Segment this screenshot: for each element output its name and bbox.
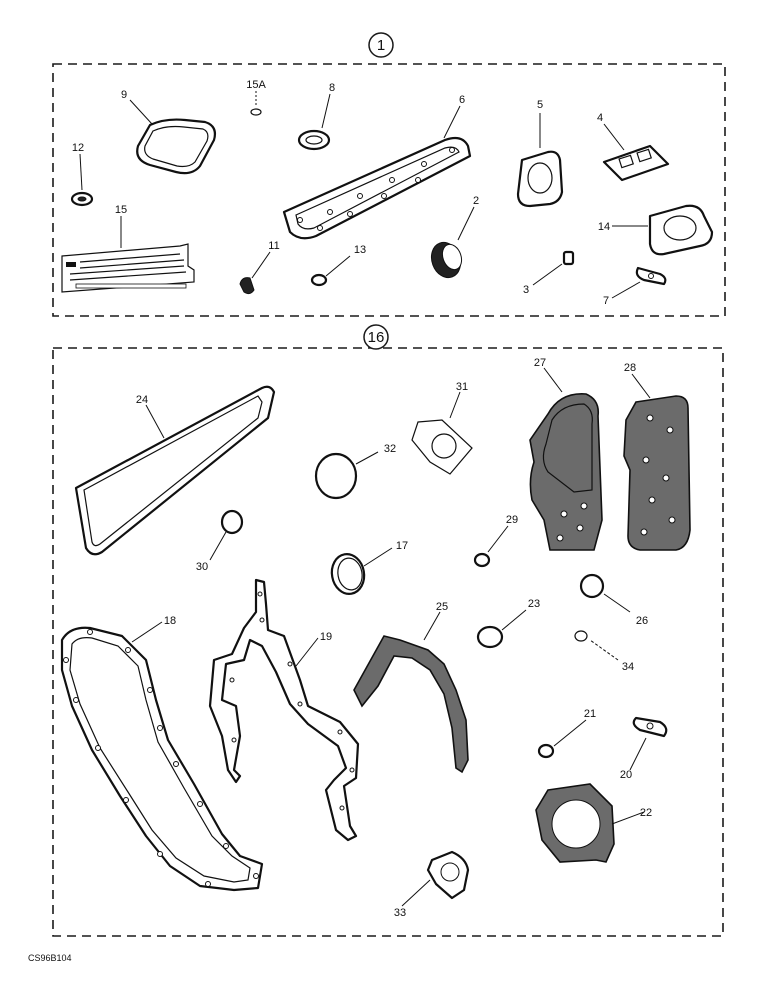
part-14-exhaust-gasket: 14	[598, 204, 714, 256]
callout-23: 23	[528, 598, 540, 610]
kit-1-number-circle	[368, 32, 394, 58]
callout-31: 31	[456, 381, 468, 393]
part-3-grommet: 3	[523, 250, 575, 296]
kit-16-number-circle	[363, 324, 389, 350]
part-4-double-port-gasket: 4	[597, 112, 670, 182]
part-27-water-pump-gasket: 27	[529, 357, 603, 551]
part-12-seal: 12	[70, 142, 94, 207]
part-11-clip: 11	[239, 240, 280, 295]
callout-27: 27	[534, 357, 546, 369]
callout-25: 25	[436, 601, 448, 613]
callout-7: 7	[603, 295, 609, 307]
part-32-o-ring: 32	[314, 443, 396, 500]
kit-16-group: 16	[52, 324, 724, 937]
callout-3: 3	[523, 284, 529, 296]
part-18-front-cover-gasket: 18	[60, 615, 264, 892]
part-19-timing-gear-housing-gasket: 19	[208, 578, 360, 842]
kit-1-dashed-frame	[52, 63, 726, 317]
callout-28: 28	[624, 362, 636, 374]
part-6-valve-cover-gasket: 6	[282, 94, 472, 240]
part-28-oil-cooler-gasket: 28	[623, 362, 691, 551]
callout-30: 30	[196, 561, 208, 573]
callout-21: 21	[584, 708, 596, 720]
callout-34: 34	[622, 661, 634, 673]
part-30-o-ring: 30	[196, 509, 244, 573]
callout-8: 8	[329, 82, 335, 94]
part-7-flange-gasket: 7	[603, 266, 667, 307]
part-34-seal: 34	[574, 630, 634, 673]
part-20-flange-gasket: 20	[620, 716, 668, 781]
callout-12: 12	[72, 142, 84, 154]
part-21-o-ring: 21	[537, 708, 596, 759]
callout-15a: 15A	[246, 79, 266, 91]
part-15-instruction-sheet: 15	[61, 204, 195, 293]
callout-15: 15	[115, 204, 127, 216]
part-9-rocker-cover-seal: 9	[121, 89, 217, 175]
part-13-washer: 13	[310, 244, 366, 287]
part-5-flange-gasket: 5	[516, 99, 564, 208]
callout-20: 20	[620, 769, 632, 781]
part-17-seal-ring: 17	[330, 540, 408, 595]
callout-5: 5	[537, 99, 543, 111]
part-25-cover-gasket: 25	[353, 601, 469, 774]
part-26-o-ring: 26	[579, 573, 648, 627]
part-23-o-ring: 23	[476, 598, 540, 649]
callout-13: 13	[354, 244, 366, 256]
callout-33: 33	[394, 907, 406, 919]
part-29-seal: 29	[473, 514, 518, 568]
kit-16-number: 16	[368, 329, 385, 346]
figure-code: CS96B104	[28, 953, 72, 963]
kit-1-group: 1	[52, 32, 726, 317]
callout-19: 19	[320, 631, 332, 643]
callout-32: 32	[384, 443, 396, 455]
callout-2: 2	[473, 195, 479, 207]
callout-9: 9	[121, 89, 127, 101]
callout-26: 26	[636, 615, 648, 627]
callout-24: 24	[136, 394, 148, 406]
callout-29: 29	[506, 514, 518, 526]
callout-14: 14	[598, 221, 610, 233]
callout-6: 6	[459, 94, 465, 106]
part-33-triangular-gasket: 33	[394, 850, 470, 919]
part-8-oil-seal: 8	[297, 82, 335, 151]
part-24-oil-pan-gasket: 24	[74, 385, 276, 556]
kit-16-dashed-frame	[52, 347, 724, 937]
part-31-adapter-gasket: 31	[411, 381, 473, 475]
part-15a-o-ring: 15A	[246, 79, 266, 116]
kit-1-number: 1	[377, 37, 385, 54]
callout-17: 17	[396, 540, 408, 552]
part-2-crankshaft-seal: 2	[430, 195, 479, 279]
callout-4: 4	[597, 112, 603, 124]
callout-18: 18	[164, 615, 176, 627]
callout-22: 22	[640, 807, 652, 819]
callout-11: 11	[268, 240, 279, 252]
part-22-round-flange-gasket: 22	[535, 783, 652, 863]
